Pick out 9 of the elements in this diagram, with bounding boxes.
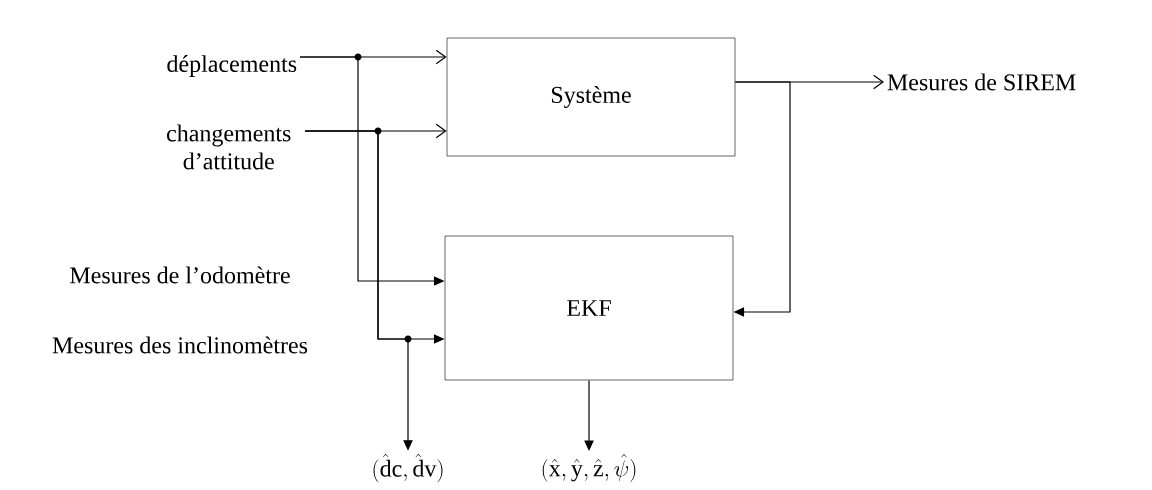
process-box: Système xyxy=(446,37,736,157)
signal-label: Mesures des inclinomètres xyxy=(52,336,308,354)
output-formula: $(\hat{\mathrm{x}}, \hat{\mathrm{y}}, \hat{\mathrm{z}}, \hat{\psi})$ xyxy=(542,454,636,482)
signal-label: Mesures de l’odomètre xyxy=(70,266,290,284)
signal-label: changements d’attitude xyxy=(167,124,291,170)
output-formula: $(\hat{\mathrm{d}}\mathrm{c}, \hat{\mathrm{d}}\mathrm{v})$ xyxy=(373,453,443,483)
signal-label: Mesures de SIREM xyxy=(887,73,1076,91)
process-box: EKF xyxy=(444,235,734,381)
signal-label: déplacements xyxy=(167,55,297,77)
